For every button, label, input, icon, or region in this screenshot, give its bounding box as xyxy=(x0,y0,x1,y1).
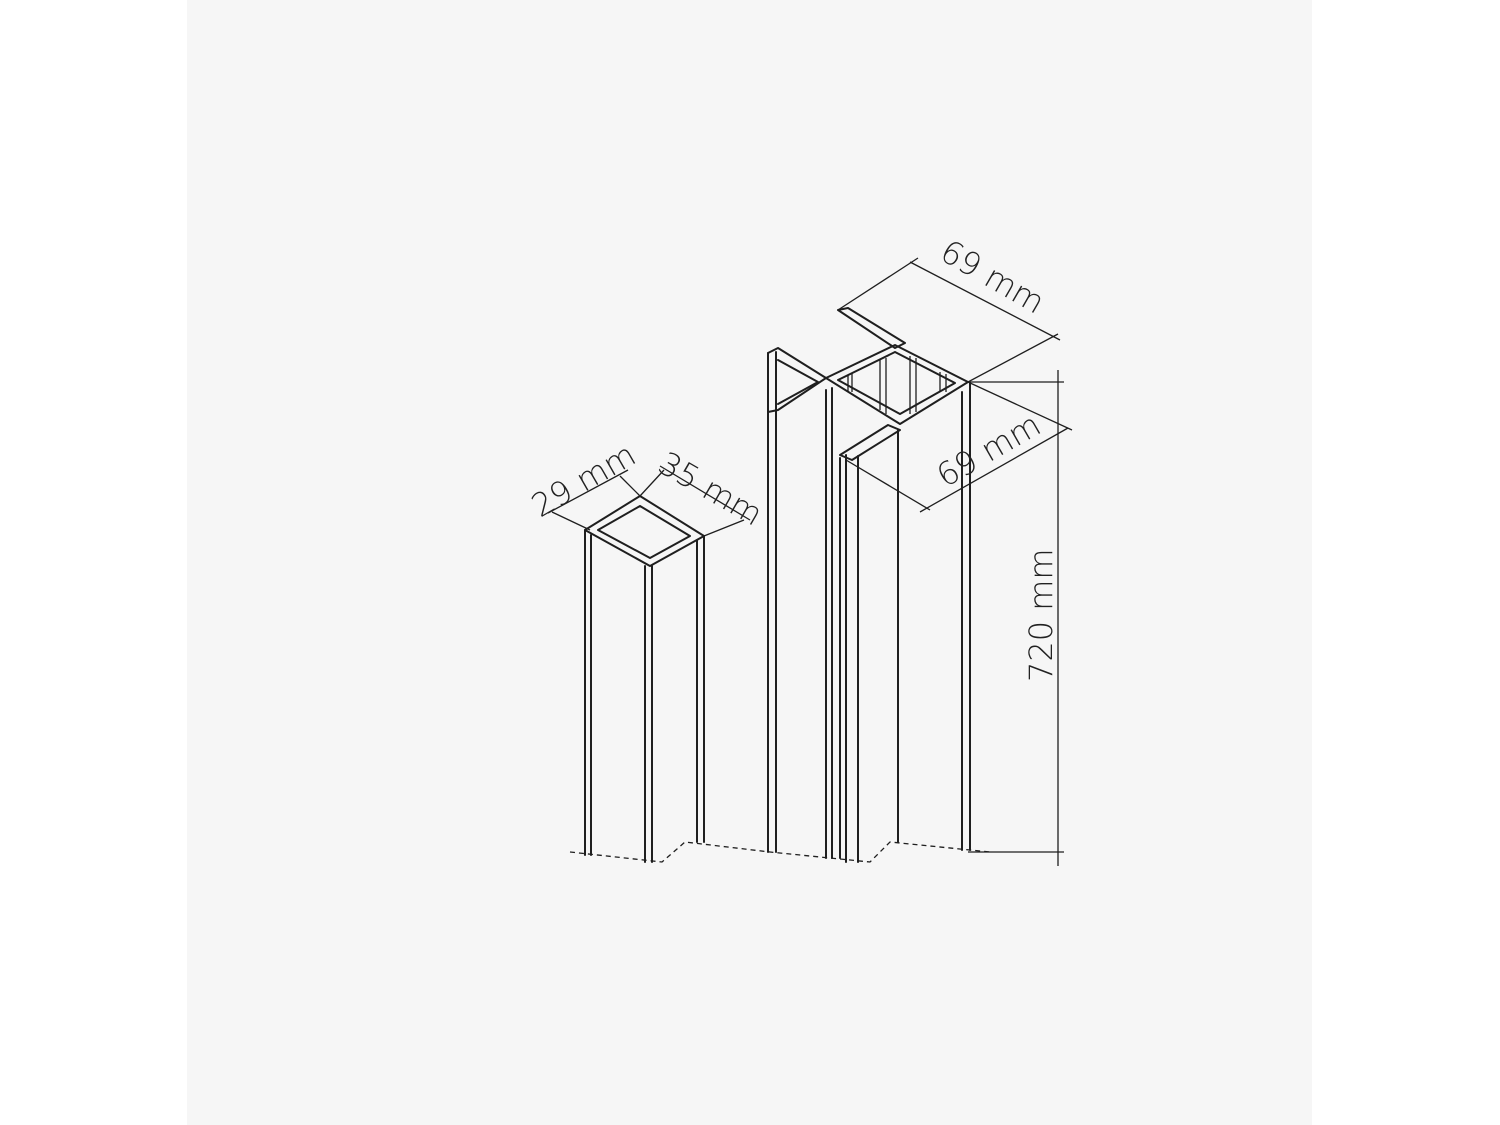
large-slotted-profile xyxy=(767,257,1073,866)
dim-label-720: 720 mm xyxy=(1022,548,1060,682)
small-square-profile xyxy=(547,465,751,863)
ground-break-line xyxy=(569,841,991,863)
background-panel xyxy=(187,0,1312,1125)
